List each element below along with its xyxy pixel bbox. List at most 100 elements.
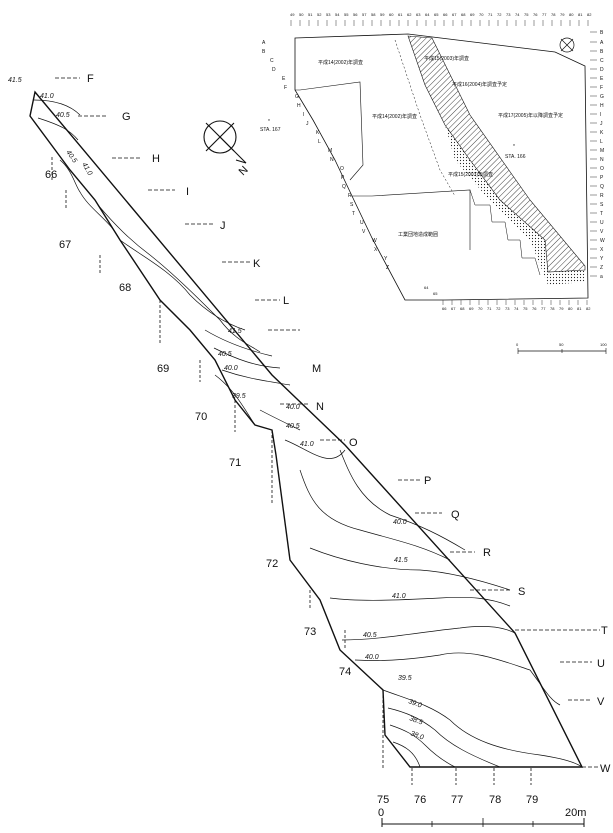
inset-north-arrow-icon: [559, 37, 575, 53]
inset-right-letters: B A B C D E F G H I J K L M N O P Q R S …: [600, 30, 605, 280]
column-label: 67: [59, 239, 71, 251]
inset-bottom-number: 77: [541, 306, 546, 311]
contour-label: 41.0: [80, 162, 93, 177]
contour-label: 40.0: [365, 654, 379, 661]
inset-top-number: 59: [380, 12, 385, 17]
inset-top-number: 66: [443, 12, 448, 17]
inset-right-letter: W: [600, 238, 605, 244]
contour-label: 41.0: [300, 441, 314, 448]
inset-bottom-number: 69: [469, 306, 474, 311]
contour-line: [284, 439, 346, 459]
contour-line: [389, 724, 456, 768]
row-label: I: [186, 186, 189, 198]
row-label: U: [597, 658, 605, 670]
inset-top-number: 75: [524, 12, 529, 17]
contour-line: [329, 596, 511, 607]
inset-left-letter: O: [340, 166, 344, 172]
contour-label: 40.5: [64, 149, 78, 164]
inset-top-numbers: 49 50 51 52 53 54 55 56 57 58 59 60 61 6…: [290, 12, 592, 17]
inset-left-letter: H: [297, 103, 301, 109]
inset-right-letter: N: [600, 157, 604, 163]
inset-right-letter: T: [600, 211, 603, 217]
inset-top-number: 53: [326, 12, 331, 17]
inset-left-letter: N: [330, 157, 334, 163]
inset-left-letter: W: [372, 238, 377, 244]
inset-bottom-number: 67: [451, 306, 456, 311]
inset-top-number: 63: [416, 12, 421, 17]
row-label: R: [483, 547, 491, 559]
contour-line: [309, 547, 511, 591]
row-labels: F G H I J K L M N O P Q R S T U V W: [87, 73, 611, 775]
inset-station-label: STA. 166: [505, 154, 526, 160]
inset-right-letter: V: [600, 229, 604, 235]
inset-area-label: 平成15(2003)年調査: [448, 171, 493, 178]
inset-left-letter: M: [328, 148, 332, 154]
inset-right-letter: G: [600, 94, 604, 100]
north-label: N: [237, 164, 251, 178]
contour-label: 39.0: [407, 698, 422, 709]
inset-left-letter: U: [360, 220, 364, 226]
column-label: 72: [266, 558, 278, 570]
inset-bottom-ticks: [442, 300, 588, 305]
column-label: 75: [377, 794, 389, 806]
inset-right-letter: H: [600, 103, 604, 109]
inset-right-letter: Y: [600, 256, 604, 262]
excavation-outline: [29, 90, 584, 768]
inset-bottom-number: 79: [559, 306, 564, 311]
inset-bottom-number: 72: [496, 306, 501, 311]
inset-area-label: 平成14(2002)年調査: [372, 113, 417, 120]
contour-line: [341, 626, 516, 641]
inset-right-letter: C: [600, 58, 604, 64]
inset-top-number: 61: [398, 12, 403, 17]
inset-area-label: 平成17(2005)年以降調査予定: [498, 112, 563, 119]
inset-stepped-boundary: [469, 189, 541, 276]
contour-label: 40.5: [286, 423, 300, 430]
row-label: W: [600, 763, 611, 775]
inset-left-letter: R: [348, 193, 352, 199]
inset-right-letter: J: [600, 121, 603, 127]
inset-right-letter: R: [600, 193, 604, 199]
inset-right-letter: A: [600, 40, 604, 46]
inset-right-letter: P: [600, 175, 604, 181]
column-label: 70: [195, 411, 207, 423]
inset-area-label: 平成15(2003)年調査: [424, 55, 469, 62]
inset-top-number: 51: [308, 12, 313, 17]
inset-top-number: 54: [335, 12, 340, 17]
contour-label: 38.0: [409, 730, 424, 741]
row-label: F: [87, 73, 94, 85]
inset-division-line-2: [352, 189, 471, 250]
inset-left-letter: G: [295, 94, 299, 100]
column-label: 74: [339, 666, 351, 678]
inset-top-number: 65: [434, 12, 439, 17]
inset-left-letter: T: [352, 211, 355, 217]
contour-label: 41.5: [228, 328, 242, 335]
inset-bottom-number: 78: [550, 306, 555, 311]
inset-top-number: 49: [290, 12, 295, 17]
inset-bottom-number: 70: [478, 306, 483, 311]
inset-bottom-number: 66: [442, 306, 447, 311]
inset-left-letter: E: [282, 76, 286, 82]
contour-line: [354, 652, 561, 706]
inset-bottom-number: 73: [505, 306, 510, 311]
contour-line: [299, 469, 451, 561]
inset-top-number: 52: [317, 12, 322, 17]
inset-bottom-numbers: 64 65 66 67 68 69 70 71 72 73 74 75 76 7…: [424, 285, 591, 311]
inset-station-label: STA. 167: [260, 127, 281, 133]
inset-dashed-line: [394, 39, 456, 197]
contour-line: [59, 159, 246, 331]
inset-scale-bar: 0 50 100: [516, 342, 607, 354]
inset-bottom-number: 71: [487, 306, 492, 311]
inset-right-letter: Z: [600, 265, 603, 271]
inset-top-number: 70: [479, 12, 484, 17]
inset-right-ticks: [590, 31, 597, 277]
inset-top-number: 69: [470, 12, 475, 17]
inset-top-number: 74: [515, 12, 520, 17]
contour-label: 41.5: [8, 77, 22, 84]
inset-left-letter: Y: [384, 256, 388, 262]
inset-left-letter: P: [341, 175, 345, 181]
contour-line: [97, 204, 261, 353]
inset-left-letter: V: [362, 229, 366, 235]
north-arrow-icon: N: [203, 120, 251, 178]
contour-label: 40.0: [286, 404, 300, 411]
contour-label: 41.0: [392, 593, 406, 600]
